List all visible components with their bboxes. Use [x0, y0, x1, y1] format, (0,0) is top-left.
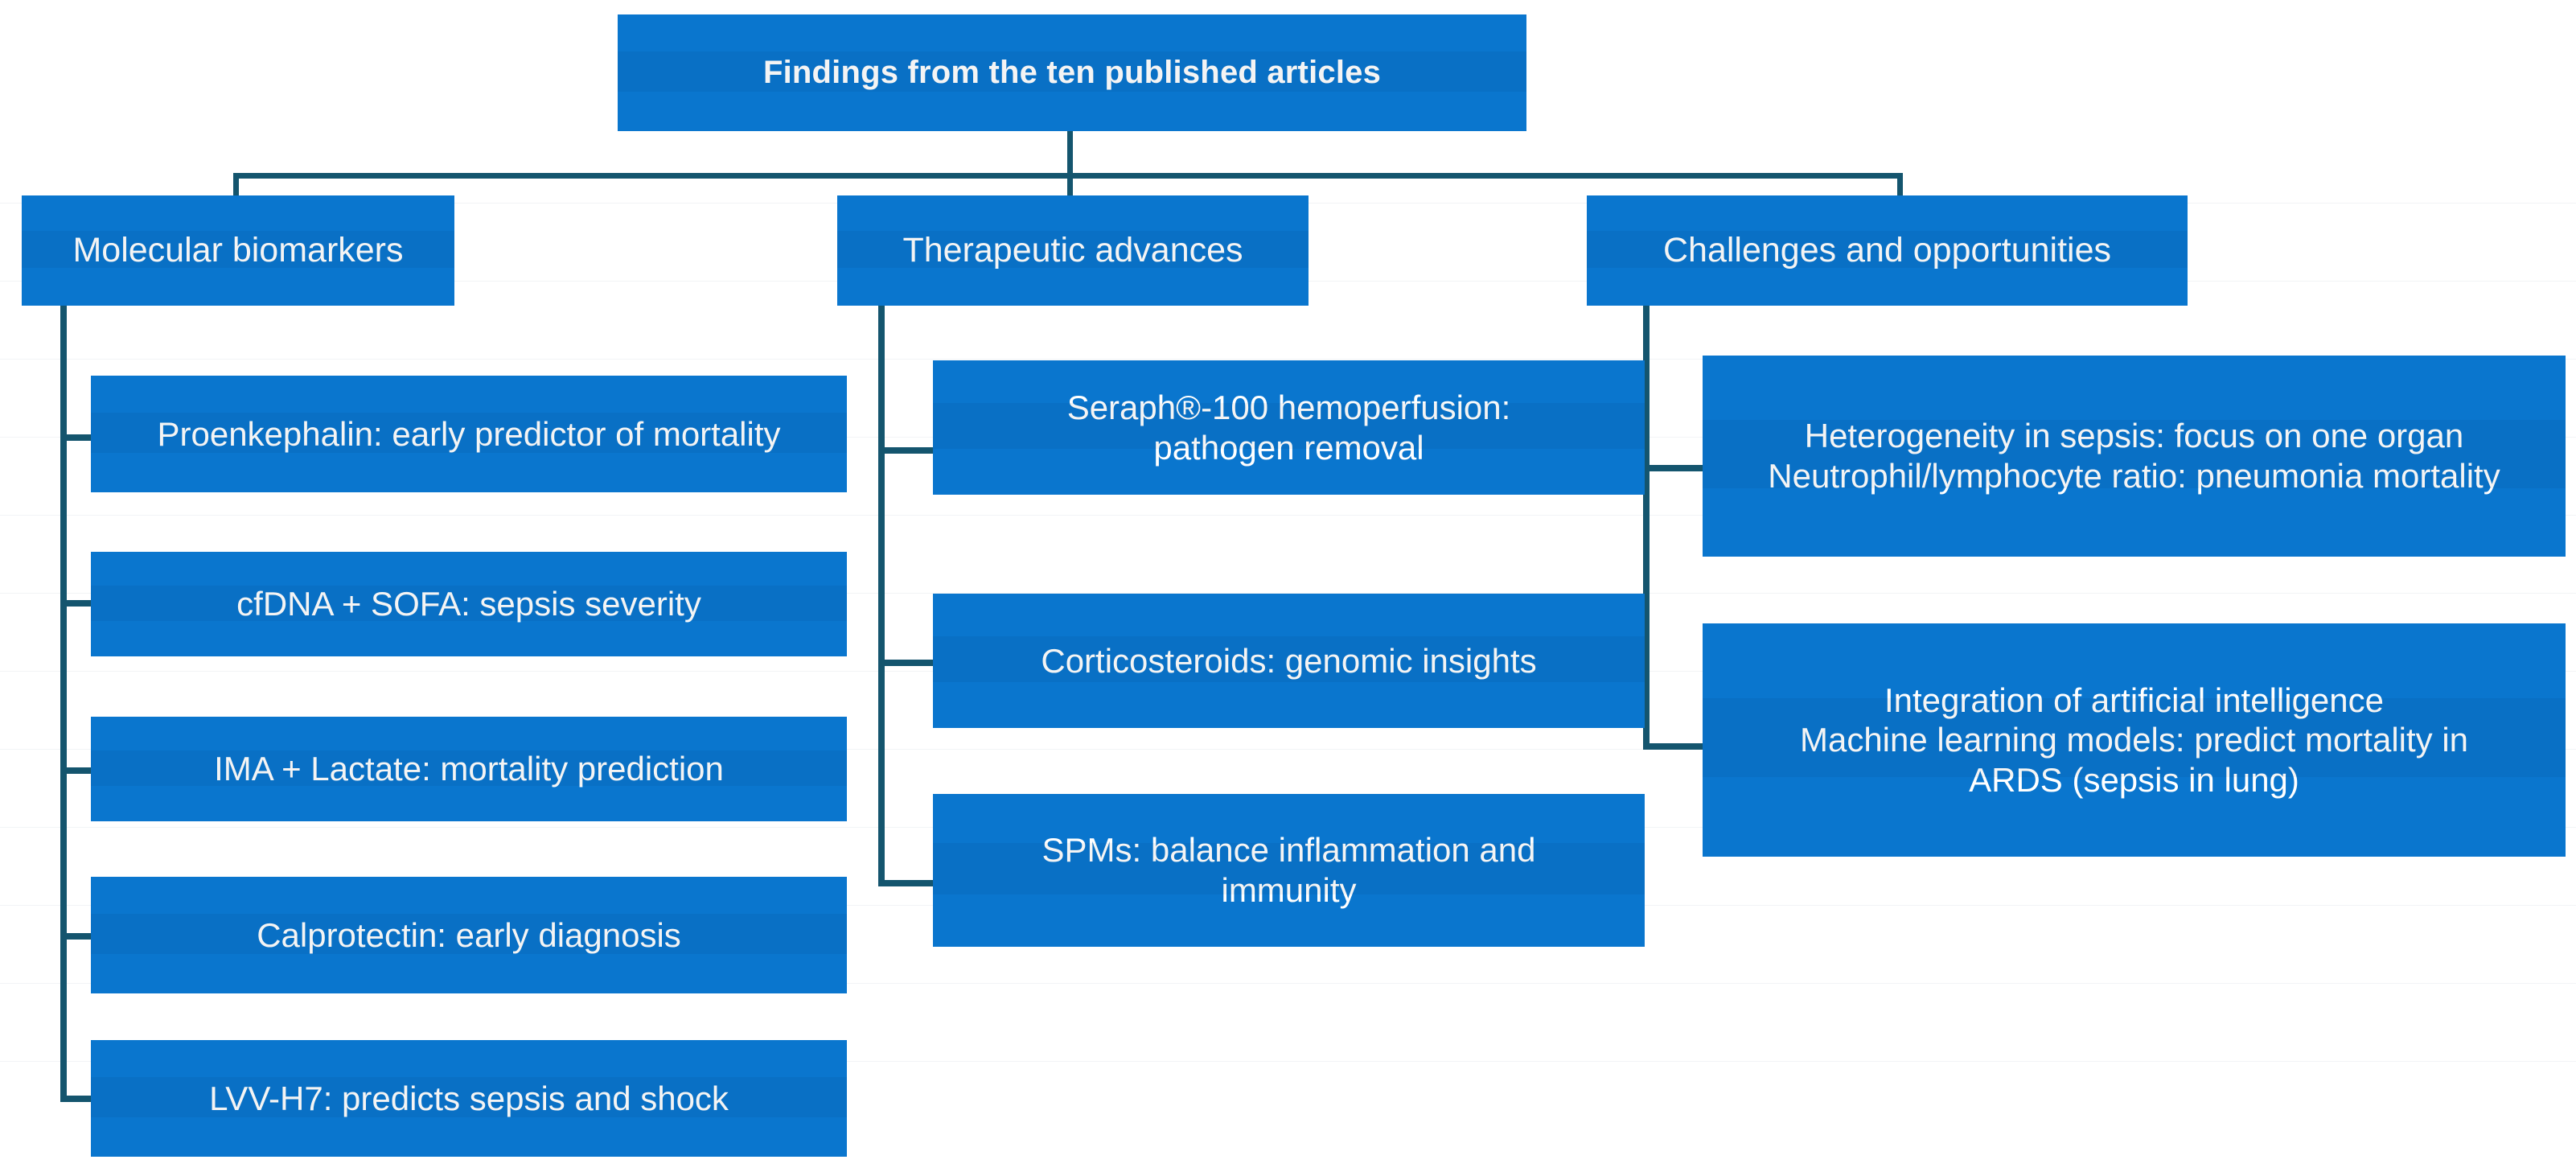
node-category-challenges-and-opportunities-label: Challenges and opportunities [1662, 231, 2111, 270]
node-leaf-spms[interactable]: SPMs: balance inflammation and immunity [933, 794, 1645, 947]
connector-branch2-foot [878, 880, 935, 886]
node-leaf-calprotectin[interactable]: Calprotectin: early diagnosis [91, 877, 847, 993]
connector-branch1-stub-3 [60, 767, 97, 774]
node-root-title-label: Findings from the ten published articles [762, 54, 1382, 90]
node-leaf-lvv-h7[interactable]: LVV-H7: predicts sepsis and shock [91, 1040, 847, 1157]
connector-branch1-spine [60, 306, 67, 1102]
page-rule [0, 593, 2576, 594]
node-category-molecular-biomarkers-label: Molecular biomarkers [72, 231, 404, 270]
connector-branch1-stub-1 [60, 434, 97, 441]
page-rule [0, 515, 2576, 516]
connector-branch3-stub-1 [1643, 465, 1706, 471]
connector-root-stem [1067, 131, 1073, 178]
connector-bus-drop-1 [233, 173, 239, 195]
node-leaf-proenkephalin[interactable]: Proenkephalin: early predictor of mortal… [91, 376, 847, 492]
connector-branch3-spine [1643, 306, 1650, 750]
connector-branch3-foot [1643, 743, 1706, 750]
connector-bus-drop-3 [1897, 173, 1903, 195]
node-leaf-lvv-h7-label: LVV-H7: predicts sepsis and shock [209, 1079, 729, 1117]
page-rule [0, 359, 2576, 360]
node-leaf-corticosteroids-label: Corticosteroids: genomic insights [1041, 641, 1537, 680]
node-root-title[interactable]: Findings from the ten published articles [618, 14, 1526, 131]
node-leaf-ai-ml-ards-label: Integration of artificial intelligence M… [1799, 681, 2469, 799]
connector-branch2-stub-2 [878, 660, 935, 666]
node-leaf-proenkephalin-label: Proenkephalin: early predictor of mortal… [157, 414, 781, 453]
node-leaf-corticosteroids[interactable]: Corticosteroids: genomic insights [933, 594, 1645, 728]
connector-branch2-spine [878, 306, 885, 886]
node-leaf-heterogeneity-nlr[interactable]: Heterogeneity in sepsis: focus on one or… [1703, 356, 2566, 557]
connector-branch1-stub-2 [60, 600, 97, 607]
node-category-challenges-and-opportunities[interactable]: Challenges and opportunities [1587, 195, 2188, 306]
node-leaf-spms-label: SPMs: balance inflammation and immunity [1041, 831, 1536, 909]
page-rule [0, 983, 2576, 984]
connector-branch1-stub-4 [60, 933, 97, 940]
node-category-molecular-biomarkers[interactable]: Molecular biomarkers [22, 195, 454, 306]
node-leaf-ima-lactate[interactable]: IMA + Lactate: mortality prediction [91, 717, 847, 821]
node-leaf-ima-lactate-label: IMA + Lactate: mortality prediction [214, 750, 724, 788]
node-leaf-heterogeneity-nlr-label: Heterogeneity in sepsis: focus on one or… [1768, 417, 2500, 495]
node-category-therapeutic-advances[interactable]: Therapeutic advances [837, 195, 1309, 306]
node-leaf-cfdna-sofa[interactable]: cfDNA + SOFA: sepsis severity [91, 552, 847, 656]
node-leaf-cfdna-sofa-label: cfDNA + SOFA: sepsis severity [236, 585, 701, 623]
node-leaf-calprotectin-label: Calprotectin: early diagnosis [257, 915, 681, 954]
connector-bus-drop-2 [1067, 173, 1073, 195]
node-leaf-seraph-100-label: Seraph®-100 hemoperfusion: pathogen remo… [1066, 388, 1511, 467]
connector-branch2-stub-1 [878, 447, 935, 454]
node-leaf-ai-ml-ards[interactable]: Integration of artificial intelligence M… [1703, 623, 2566, 857]
node-leaf-seraph-100[interactable]: Seraph®-100 hemoperfusion: pathogen remo… [933, 360, 1645, 495]
connector-branch1-foot [60, 1096, 97, 1102]
page-rule [0, 1061, 2576, 1062]
node-category-therapeutic-advances-label: Therapeutic advances [902, 231, 1243, 270]
page-rule [0, 749, 2576, 750]
